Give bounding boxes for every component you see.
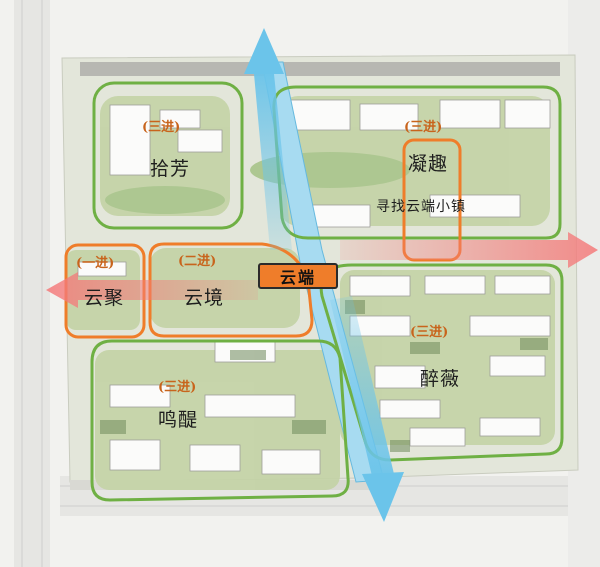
zone-name-ningqu: 凝趣 — [408, 153, 449, 175]
zone-name-yunju: 云聚 — [84, 287, 125, 309]
zone-subtitle-ningqu: 寻找云端小镇 — [376, 199, 466, 215]
zone-name-shifang: 拾芳 — [150, 158, 191, 180]
zone-phase-ningqu: (三进) — [404, 120, 443, 135]
zone-phase-yunju: (一进) — [76, 256, 115, 271]
zone-phase-shifang: (三进) — [142, 120, 181, 135]
zone-phase-zuiwei: (三进) — [410, 325, 449, 340]
axis-label-yunduan: 云端 — [258, 263, 338, 289]
flow-arrows — [46, 28, 598, 522]
zone-outline-yunjing — [148, 242, 314, 338]
zone-outline-mingti — [90, 339, 350, 502]
axis-arrow-east — [340, 232, 598, 268]
river-arrow-north — [244, 28, 284, 74]
zone-name-mingti: 鸣醍 — [158, 409, 199, 431]
river-arrow-south — [362, 472, 404, 522]
axis-arrow-west — [46, 272, 258, 308]
zone-name-zuiwei: 醉薇 — [420, 368, 461, 390]
zone-phase-mingti: (三进) — [158, 380, 197, 395]
zone-phase-yunjing: (二进) — [178, 254, 217, 269]
zone-name-yunjing: 云境 — [184, 287, 225, 309]
zone-outline-shifang — [92, 81, 244, 230]
